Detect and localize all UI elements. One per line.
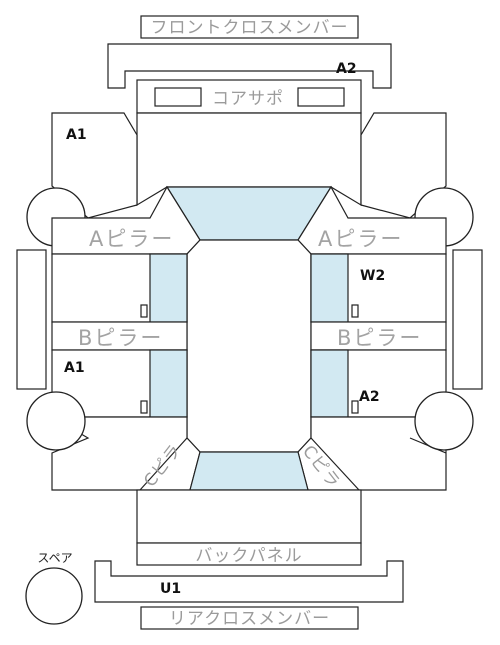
right-a-pillar-label: Aピラー	[318, 227, 403, 251]
front-cross-member-damage-code: A2	[336, 61, 357, 77]
core-support-label: コアサポ	[212, 89, 284, 109]
spare-tire-label: スペア	[37, 551, 72, 565]
left-rear-tire[interactable]	[26, 391, 86, 451]
right-rear-tire[interactable]	[414, 391, 474, 451]
core-support-right-headlight[interactable]	[297, 87, 345, 107]
left-a-pillar-label: Aピラー	[89, 227, 174, 251]
core-support-left-headlight[interactable]	[154, 87, 202, 107]
spare-tire[interactable]	[25, 567, 83, 625]
rear-window[interactable]	[189, 451, 309, 491]
front-cross-member-label: フロントクロスメンバー	[151, 18, 349, 38]
rear-cross-member-label-box	[140, 606, 359, 630]
right-rear-door-glass[interactable]	[310, 349, 349, 418]
roof[interactable]	[186, 239, 312, 453]
right-side-sill[interactable]	[452, 249, 483, 390]
right-b-pillar[interactable]	[310, 321, 447, 351]
right-front-door-damage-code: W2	[360, 268, 385, 284]
left-rear-door-glass[interactable]	[149, 349, 188, 418]
right-front-door-glass[interactable]	[310, 253, 349, 323]
rear-cross-member-damage-code: U1	[160, 581, 181, 597]
left-front-door-handle	[140, 304, 148, 318]
left-rear-door-handle	[140, 400, 148, 414]
back-panel-label: バックパネル	[195, 546, 302, 566]
left-b-pillar[interactable]	[51, 321, 188, 351]
left-b-pillar-label: Bピラー	[78, 326, 163, 350]
left-front-fender-damage-code: A1	[66, 127, 87, 143]
left-rear-door-damage-code: A1	[64, 360, 85, 376]
front-cross-member[interactable]	[107, 43, 392, 89]
front-cross-member-label-box	[140, 15, 359, 39]
back-panel[interactable]	[136, 542, 362, 566]
left-front-fender[interactable]	[51, 112, 138, 219]
trunk-lid[interactable]	[136, 489, 362, 544]
rear-cross-member-label: リアクロスメンバー	[169, 609, 330, 629]
right-rear-door-damage-code: A2	[359, 389, 380, 405]
left-side-sill[interactable]	[16, 249, 47, 390]
left-rear-quarter-panel[interactable]	[49, 416, 188, 491]
right-b-pillar-label: Bピラー	[337, 326, 422, 350]
left-front-door-glass[interactable]	[149, 253, 188, 323]
rear-cross-member[interactable]	[94, 560, 404, 603]
right-front-door-handle	[351, 304, 359, 318]
right-rear-door-handle	[351, 400, 359, 414]
